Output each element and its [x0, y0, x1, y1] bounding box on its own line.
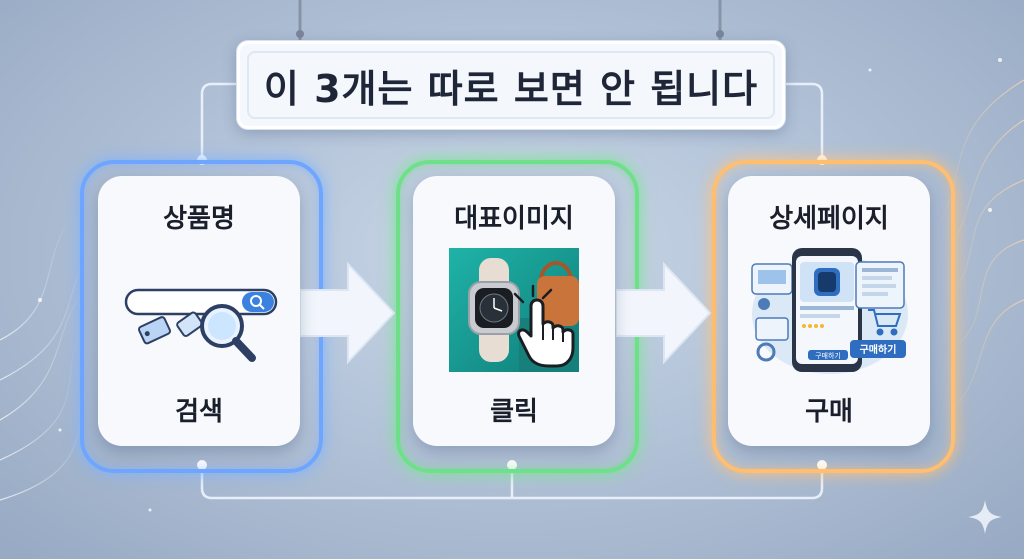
watch-product-image-icon — [449, 248, 579, 372]
title-panel: 이 3개는 따로 보면 안 됩니다 — [236, 40, 786, 130]
step-card-purchase: 상세페이지 구매하기 구매하기 구매 — [728, 176, 930, 446]
step-action: 구매 — [805, 397, 853, 427]
buy-button-label: 구매하기 — [860, 343, 897, 356]
step-card-search: 상품명 검색 — [98, 176, 300, 446]
page-title: 이 3개는 따로 보면 안 됩니다 — [247, 51, 775, 119]
step-action: 클릭 — [490, 397, 538, 427]
step-frame-purchase — [712, 160, 955, 473]
search-illustration-icon — [124, 288, 278, 362]
step-title: 대표이미지 — [454, 204, 574, 234]
step-action: 검색 — [175, 397, 223, 427]
step-title: 상세페이지 — [769, 204, 889, 234]
arrow-right-icon — [300, 261, 396, 365]
step-title: 상품명 — [163, 204, 235, 234]
sparkle-icon — [968, 500, 1002, 534]
small-buy-button-label: 구매하기 — [815, 351, 841, 360]
phone-shop-illustration-icon: 구매하기 구매하기 — [751, 248, 908, 374]
arrow-right-icon — [616, 261, 712, 365]
step-card-click: 대표이미지 클릭 — [413, 176, 615, 446]
